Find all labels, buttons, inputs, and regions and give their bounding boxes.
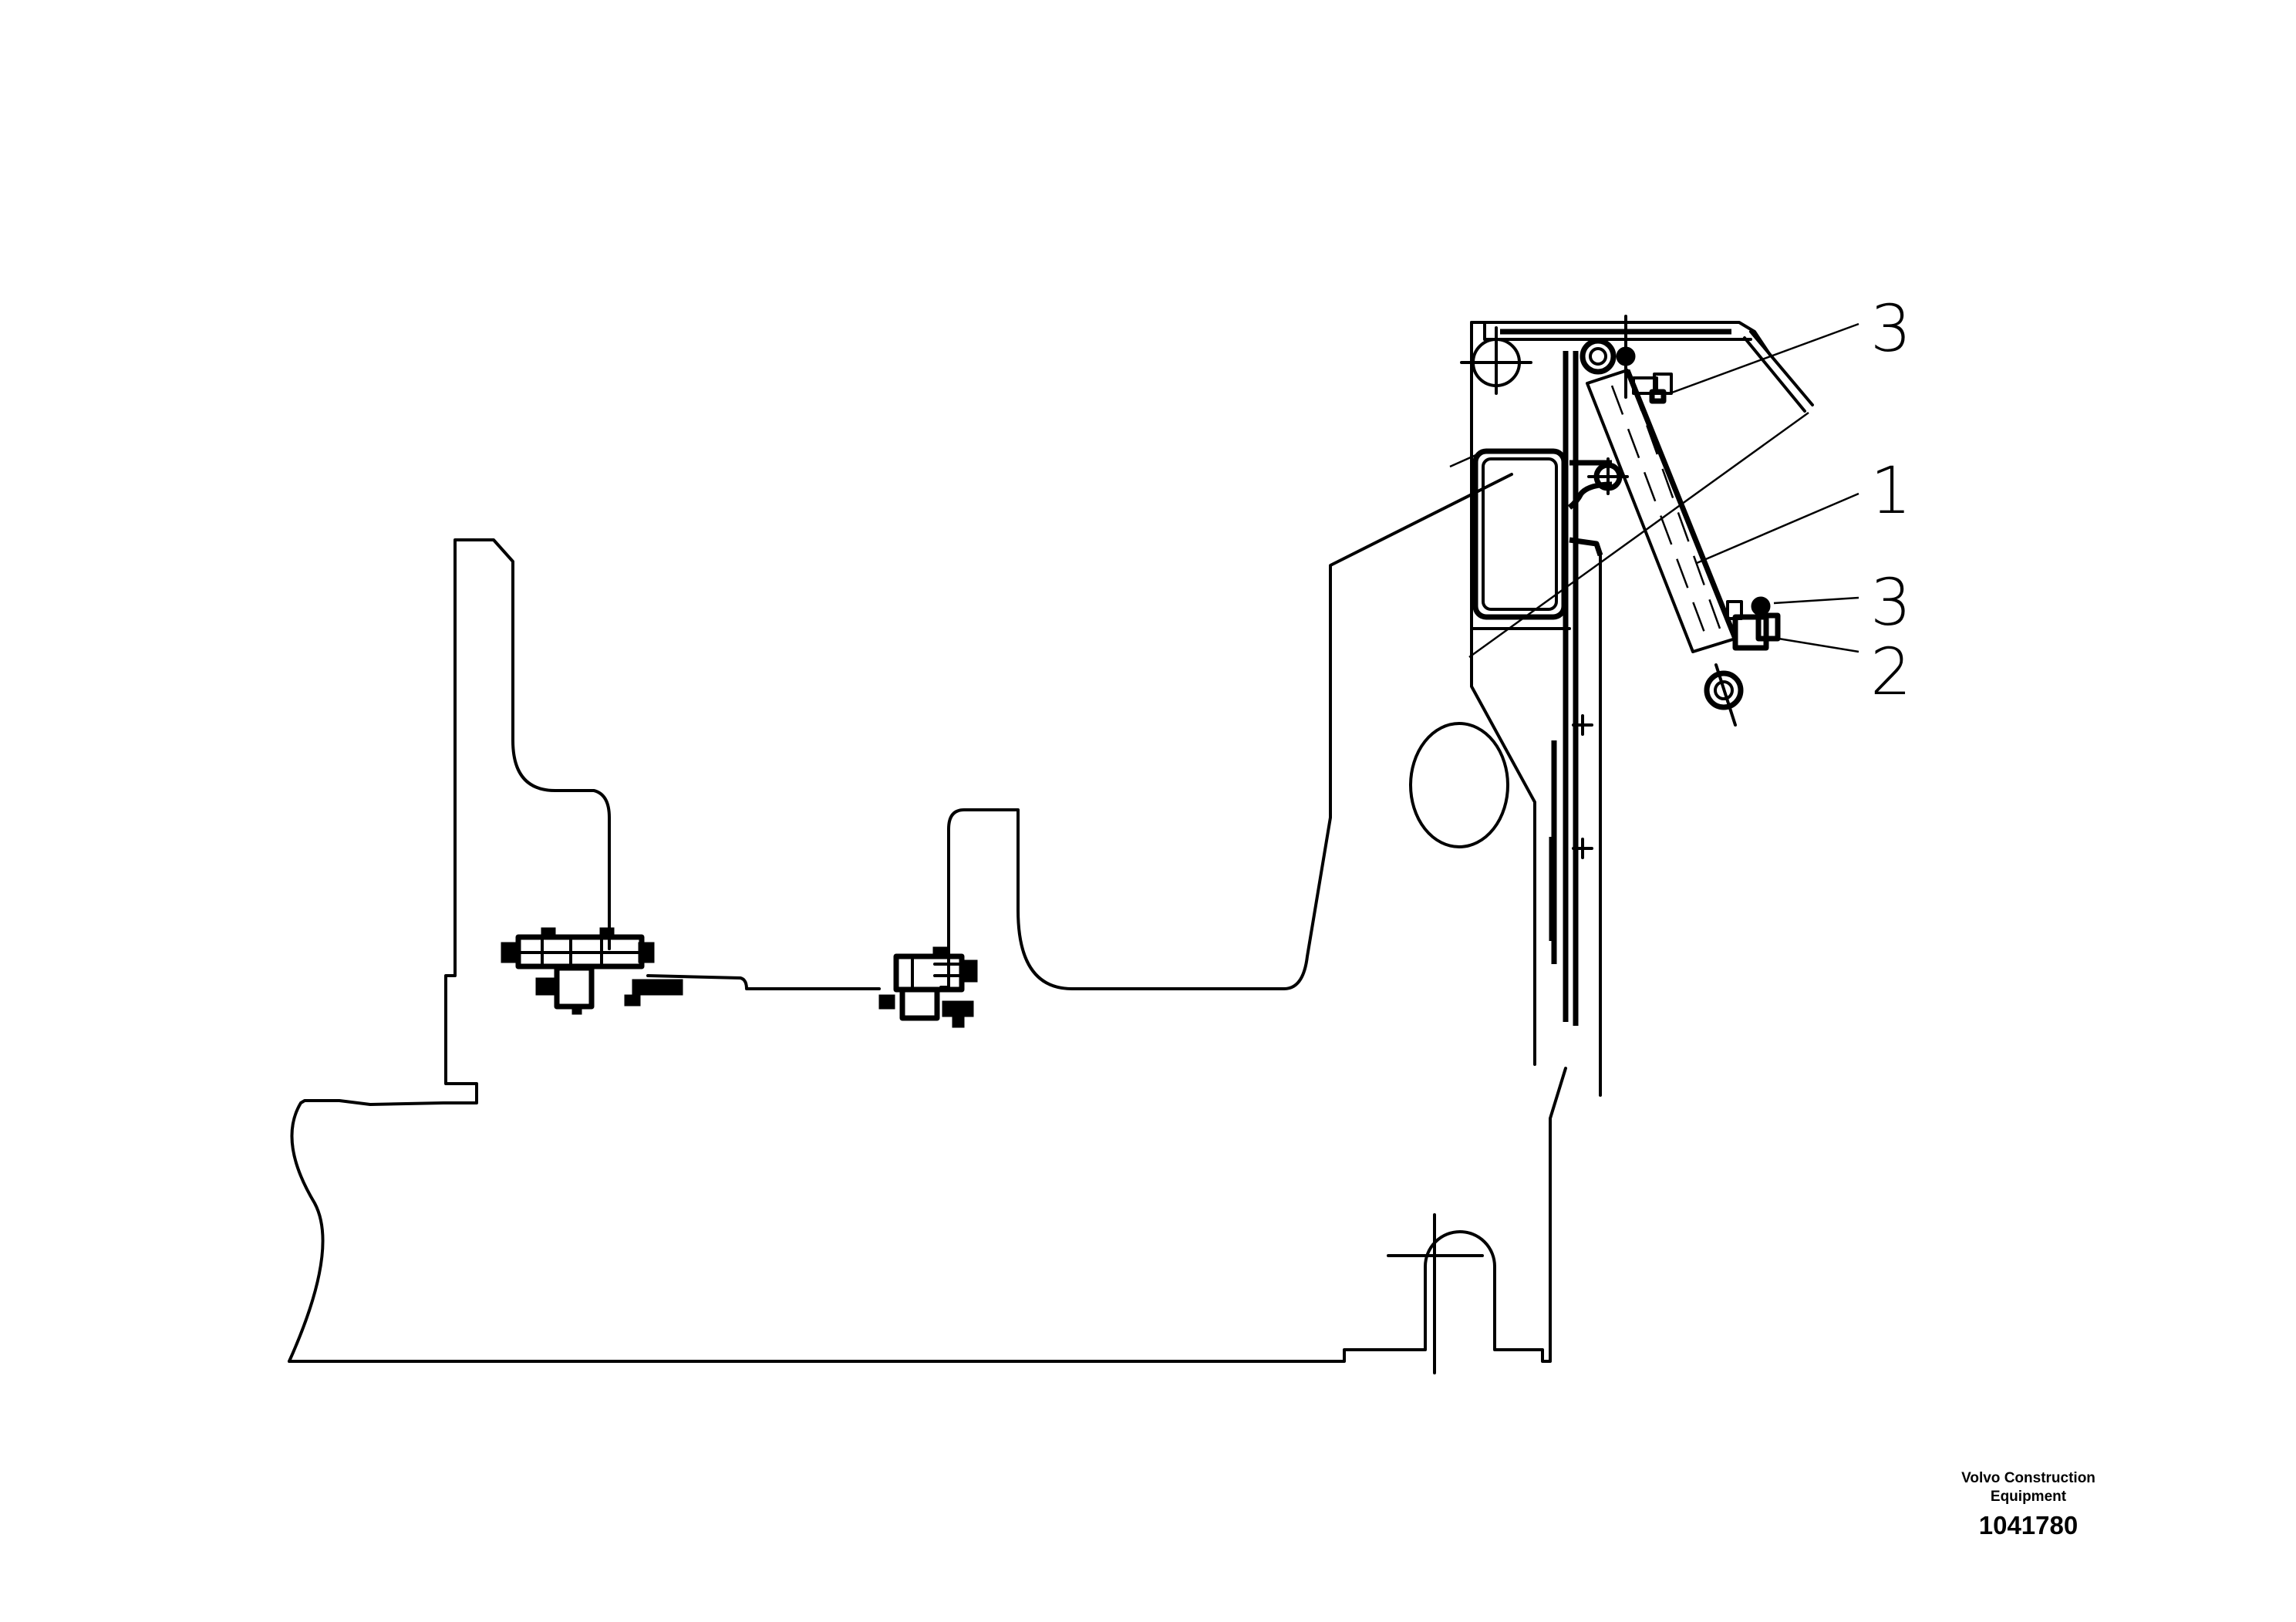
callout-3-top: 3 <box>1870 291 1911 366</box>
fitting-bottom <box>1726 596 1781 651</box>
guide-line <box>1449 452 1480 468</box>
oval-opening <box>1409 722 1509 848</box>
linkage-rod <box>1743 330 1814 413</box>
frame-outline <box>288 321 1772 1363</box>
callout-1: 1 <box>1870 453 1911 528</box>
valve-block-left <box>501 927 683 1015</box>
part-number: 1041780 <box>1978 1511 2079 1539</box>
hydraulic-cylinder <box>1580 315 1744 727</box>
pivot-bracket <box>1567 457 1629 557</box>
company-name-line2: Equipment <box>1990 1489 2067 1505</box>
arch-centerline <box>1387 1213 1484 1374</box>
guide-line <box>1468 411 1809 659</box>
vertical-rails <box>1470 321 1752 1097</box>
valve-block-right <box>878 946 978 1028</box>
callout-labels: 3 1 3 2 <box>1870 291 1911 710</box>
fitting-top <box>1632 373 1673 404</box>
column-box <box>1472 448 1567 620</box>
caption-block: Volvo Construction Equipment 1041780 <box>1928 1469 2129 1540</box>
callout-3-bottom: 3 <box>1870 565 1911 640</box>
leader-lines <box>1669 322 1859 653</box>
cross-markers <box>1572 714 1593 859</box>
mount-hole-crosshair <box>1460 326 1532 395</box>
company-name: Volvo Construction <box>1961 1470 2095 1486</box>
callout-2: 2 <box>1870 634 1911 710</box>
